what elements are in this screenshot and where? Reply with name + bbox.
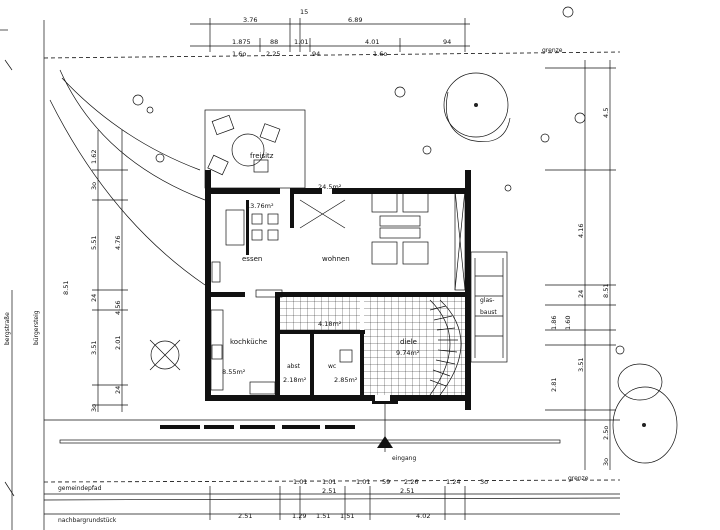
diele-label: diele	[400, 338, 417, 346]
kochkueche-area: 8.55m²	[222, 368, 246, 376]
dim-text: 2.01	[114, 336, 122, 350]
dim-text: 3o	[480, 478, 488, 486]
neighbour-line	[43, 497, 621, 501]
dim-text: 1.01	[322, 478, 336, 486]
dim-text: 8.51	[62, 281, 70, 295]
essen-furniture	[211, 199, 346, 298]
dim-text: 4.56	[114, 301, 122, 315]
bergstrasse-label: bergstraße	[4, 312, 11, 345]
dim-text: 6.89	[348, 16, 362, 24]
abst-label: abst	[287, 363, 301, 370]
dim-text: 4.02	[416, 512, 430, 520]
wohnen-label: wohnen	[322, 255, 350, 263]
dim-text: 4.16	[577, 224, 585, 238]
wc-area: 2.85m²	[334, 376, 358, 384]
dim-text: 1.51	[316, 512, 330, 520]
buergersteig-label: bürgersteig	[33, 310, 40, 345]
dim-text: 2.26	[404, 478, 418, 486]
tree-bottom-right	[612, 363, 678, 464]
dim-text: 4.76	[114, 236, 122, 250]
driveway-curve-2	[49, 99, 206, 286]
entrance-arrow	[372, 401, 398, 452]
boundary-top	[43, 51, 621, 59]
dim-text: 1.01	[356, 478, 370, 486]
driveway-curve-3	[61, 77, 201, 171]
glasbaust-label-2: baust	[480, 309, 497, 316]
nachbargrundstueck-label: nachbargrundstück	[58, 517, 117, 524]
grenze-top-label: grenze	[542, 47, 563, 54]
wc-label: wc	[328, 363, 336, 370]
dim-text: 24	[577, 290, 585, 298]
staircase	[429, 299, 462, 396]
dim-text: 3o	[90, 182, 98, 190]
dim-text: 24	[90, 294, 98, 302]
dim-text: 2.81	[550, 378, 558, 392]
grenze-bottom-label: grenze	[568, 475, 589, 482]
dim-text: 1.29	[292, 512, 306, 520]
abst-area: 2.18m²	[283, 376, 307, 384]
glass-block-wall: glas- baust	[470, 251, 508, 363]
tiled-floor	[280, 297, 465, 395]
wohnen-furniture	[371, 189, 466, 291]
terrace: freisitz	[204, 109, 306, 189]
wohnen-area: 24.5m²	[318, 183, 342, 191]
bottom-dimensions: 1.01 1.01 1.01 59 2.26 1.24 3o 2.51 2.51…	[44, 478, 620, 520]
kitchen-furniture	[210, 309, 353, 395]
dim-text: 1.01	[294, 38, 308, 46]
kochkueche-label: kochküche	[230, 338, 267, 346]
gemeindepfad-label: gemeindepfad	[58, 485, 102, 492]
dim-text: 88	[270, 38, 278, 46]
dim-text: 4.01	[365, 38, 379, 46]
eingang-label: eingang	[392, 455, 416, 462]
dim-text: 3.76	[243, 16, 257, 24]
dim-text: 2.51	[322, 487, 336, 495]
dim-text: 3.51	[90, 341, 98, 355]
boundary-bottom	[43, 479, 621, 483]
dim-text: 1.875	[232, 38, 251, 46]
dim-text: 4.5	[602, 108, 610, 118]
tree-large-top	[443, 72, 511, 142]
dim-text: 3o	[602, 458, 610, 466]
top-dimensions: 3.76 15 6.89 1.875 88 1.01 4.01 94 1.6o …	[190, 8, 470, 58]
path-stones	[59, 425, 561, 444]
dim-text: 15	[300, 8, 308, 16]
dim-text: 94	[312, 50, 320, 58]
edge-mark	[4, 481, 15, 497]
dim-text: 94	[443, 38, 451, 46]
right-dimensions: 4.5 4.16 24 1.86 1.60 8.51 3.51 2.81 2.5…	[545, 60, 616, 470]
dim-text: 2.51	[400, 487, 414, 495]
shrubs	[132, 6, 625, 371]
dim-text: 1.60	[564, 316, 572, 330]
dim-text: 1.86	[550, 316, 558, 330]
dim-text: 2.5o	[602, 426, 610, 440]
dim-text: 2.51	[238, 512, 252, 520]
dim-text: 1.01	[293, 478, 307, 486]
dim-text: 2.25	[266, 50, 280, 58]
dim-text: 24	[114, 386, 122, 394]
flur-area: 4.18m²	[318, 320, 342, 328]
left-dimensions: 1.62 3o 5.51 4.76 8.51 24 4.56 3.51 2.01…	[62, 130, 128, 412]
essen-area: 13.76m²	[246, 202, 274, 210]
essen-label: essen	[242, 255, 262, 263]
driveway-curve-1	[59, 69, 206, 201]
dim-text: 5.51	[90, 236, 98, 250]
interior-walls	[205, 188, 470, 400]
dim-text: 1.62	[90, 150, 98, 164]
dim-text: 3o	[90, 404, 98, 412]
dim-text: 8.51	[602, 284, 610, 298]
freisitz-label: freisitz	[250, 152, 274, 160]
glasbaust-label: glas-	[480, 297, 494, 304]
dim-text: 3.51	[577, 358, 585, 372]
dim-text: 1.51	[340, 512, 354, 520]
dim-text: 1.24	[446, 478, 460, 486]
edge-mark	[4, 59, 13, 71]
dim-text: 59	[382, 478, 390, 486]
diele-area: 9.74m²	[396, 349, 420, 357]
dim-text: 1.6o	[373, 50, 387, 58]
dim-text: 1.6o	[232, 50, 246, 58]
